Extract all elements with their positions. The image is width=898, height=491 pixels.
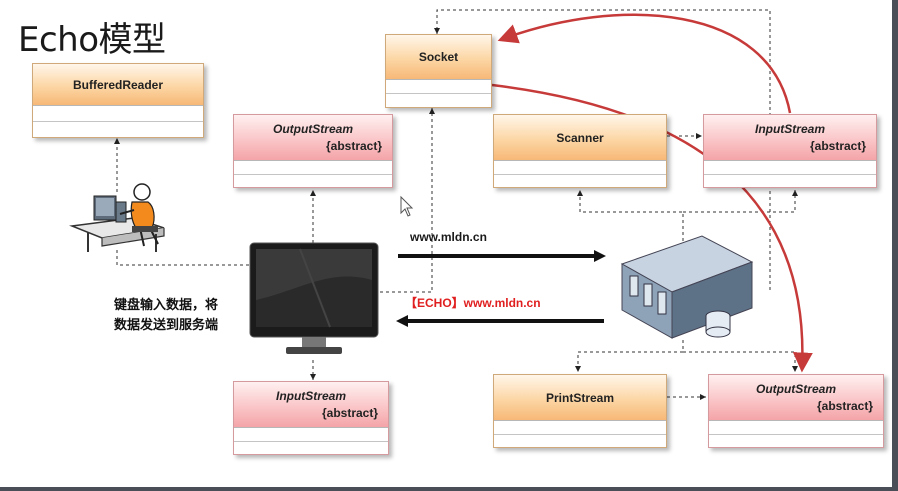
connector-user-monitor bbox=[116, 250, 250, 266]
class-socket: Socket bbox=[385, 34, 492, 108]
class-name: InputStream bbox=[754, 122, 825, 136]
keyboard-caption-line2: 数据发送到服务端 bbox=[114, 318, 219, 333]
connector-server-scanner bbox=[577, 190, 684, 247]
class-modifier: {abstract} bbox=[816, 399, 873, 413]
class-name: OutputStream bbox=[755, 382, 836, 396]
class-outputstream-server: OutputStream {abstract} bbox=[708, 374, 884, 448]
class-modifier: {abstract} bbox=[325, 139, 382, 153]
keyboard-caption-line1: 键盘输入数据，将 bbox=[114, 298, 219, 313]
connector-server-printstream bbox=[575, 340, 684, 372]
class-modifier: {abstract} bbox=[321, 406, 378, 420]
connector-server-inputstream bbox=[683, 190, 798, 213]
class-modifier: {abstract} bbox=[809, 139, 866, 153]
class-name: BufferedReader bbox=[33, 64, 203, 106]
keyboard-caption: 键盘输入数据，将 数据发送到服务端 bbox=[114, 296, 218, 336]
class-bufferedreader: BufferedReader bbox=[32, 63, 204, 138]
class-name: Scanner bbox=[494, 115, 666, 161]
class-name: Socket bbox=[386, 35, 491, 80]
class-name: OutputStream bbox=[272, 122, 353, 136]
class-scanner: Scanner bbox=[493, 114, 667, 188]
request-url-label: www.mldn.cn bbox=[410, 230, 487, 244]
echo-url: www.mldn.cn bbox=[463, 296, 541, 310]
class-inputstream-client: InputStream {abstract} bbox=[233, 381, 389, 455]
echo-prefix: 【ECHO】 bbox=[405, 296, 464, 310]
class-name: PrintStream bbox=[494, 375, 666, 421]
connector-server-outputstream bbox=[683, 351, 798, 372]
class-printstream: PrintStream bbox=[493, 374, 667, 448]
echo-url-label: 【ECHO】www.mldn.cn bbox=[405, 294, 541, 311]
page-title: Echo模型 bbox=[18, 20, 166, 60]
class-outputstream-client: OutputStream {abstract} bbox=[233, 114, 393, 188]
connector-monitor-socket bbox=[380, 108, 435, 293]
red-arrow-inputstream-to-socket bbox=[497, 13, 792, 114]
class-name: InputStream bbox=[275, 389, 346, 403]
class-inputstream-server: InputStream {abstract} bbox=[703, 114, 877, 188]
